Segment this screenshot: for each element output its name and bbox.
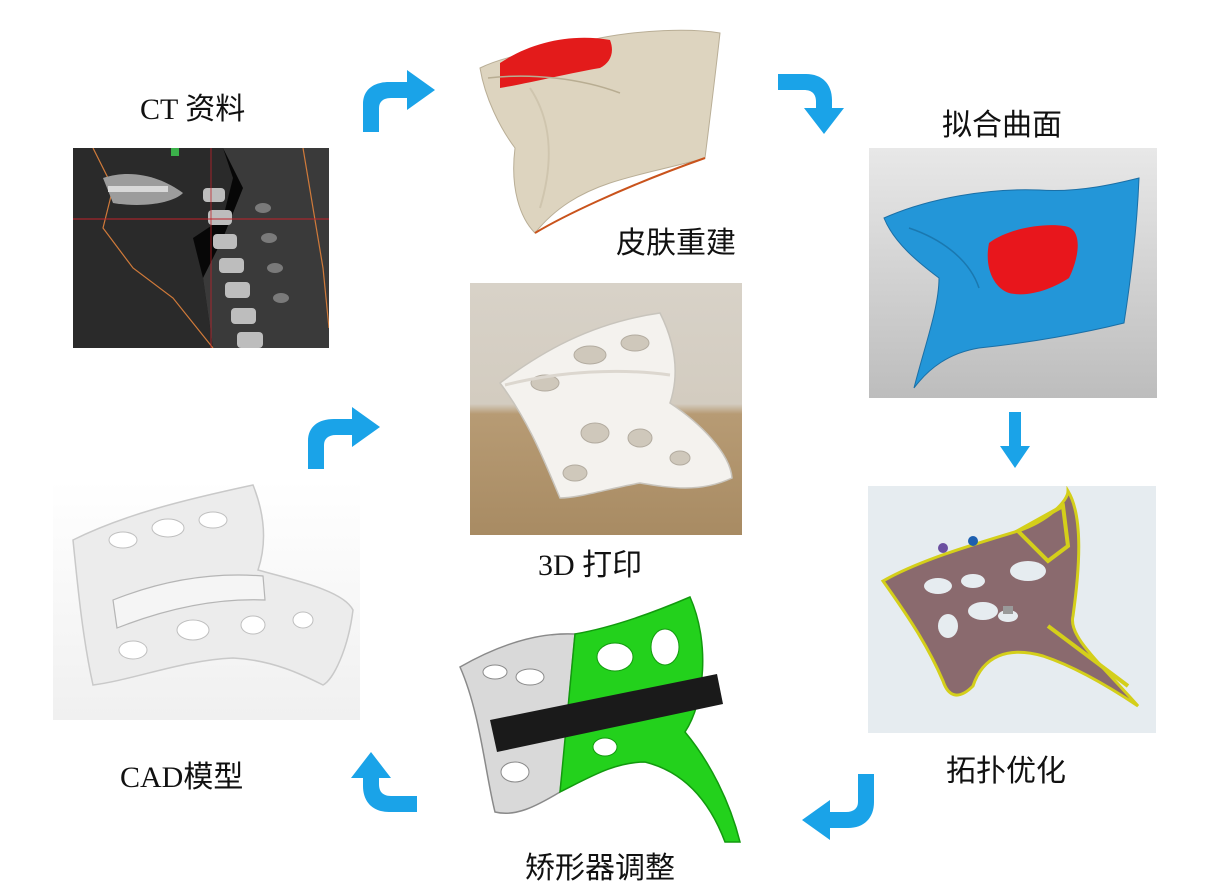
label-ct-data: CT 资料 xyxy=(140,93,246,126)
ct-scan-image xyxy=(73,148,329,348)
label-fit-surface: 拟合曲面 xyxy=(942,109,1062,142)
skin-reconstruction-image xyxy=(470,18,735,243)
label-cad-model: CAD模型 xyxy=(120,761,244,794)
label-3d-print: 3D 打印 xyxy=(538,549,643,582)
label-topology-optimization: 拓扑优化 xyxy=(946,755,1066,788)
fit-surface-image xyxy=(869,148,1157,398)
label-skin-reconstruction: 皮肤重建 xyxy=(616,227,736,260)
cad-model-image xyxy=(53,480,360,720)
down-arrow-icon xyxy=(1000,412,1030,468)
curved-arrow-icon xyxy=(363,70,435,132)
3d-print-photo xyxy=(470,283,742,535)
curved-arrow-icon xyxy=(802,774,874,840)
topology-optimization-image xyxy=(868,486,1156,733)
curved-arrow-icon xyxy=(308,407,380,469)
label-orthosis-adjustment: 矫形器调整 xyxy=(525,852,675,885)
curved-arrow-icon xyxy=(351,752,417,812)
curved-arrow-icon xyxy=(778,74,844,134)
orthosis-adjustment-image xyxy=(455,592,745,844)
